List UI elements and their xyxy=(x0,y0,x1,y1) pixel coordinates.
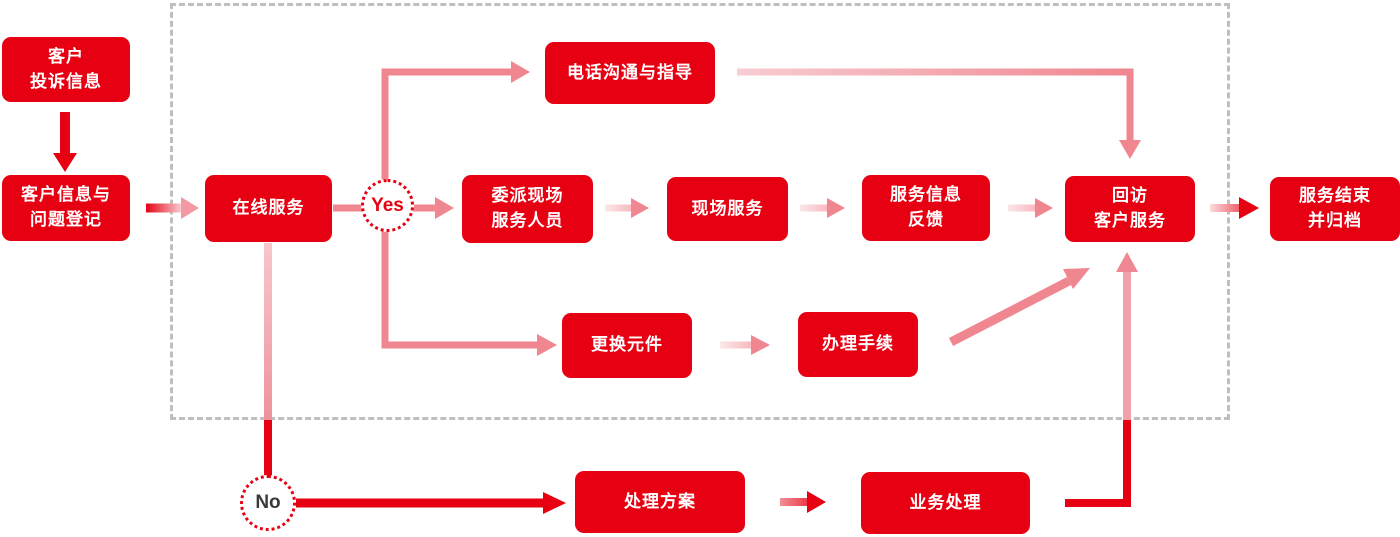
connector-onsite-to-feedback xyxy=(800,198,845,218)
connector-dispatch-to-onsite xyxy=(605,198,649,218)
node-dispatch-onsite-staff: 委派现场 服务人员 xyxy=(462,175,593,243)
connector-replace-to-procedures xyxy=(720,335,770,355)
node-replace-parts: 更换元件 xyxy=(562,313,692,378)
connector-phone-to-return-visit xyxy=(737,68,1141,159)
node-handle-procedures: 办理手续 xyxy=(798,312,918,377)
node-solution-plan: 处理方案 xyxy=(575,471,745,533)
connector-business-to-return-visit xyxy=(1065,252,1138,507)
node-customer-complaint: 客户 投诉信息 xyxy=(2,37,130,102)
node-online-service: 在线服务 xyxy=(205,175,332,242)
connector-feedback-to-return-visit xyxy=(1008,198,1053,218)
connector-procedures-to-return-visit xyxy=(948,268,1090,346)
connector-register-to-online xyxy=(146,197,199,219)
connector-no-to-solution xyxy=(296,492,566,514)
connector-return-visit-to-end xyxy=(1210,197,1259,219)
node-service-end-archive: 服务结束 并归档 xyxy=(1270,177,1400,241)
connector-solution-to-business xyxy=(780,491,826,513)
node-business-processing: 业务处理 xyxy=(861,472,1030,534)
connector-complaint-to-register xyxy=(53,112,77,172)
decision-no: No xyxy=(240,475,296,531)
decision-yes: Yes xyxy=(361,179,414,232)
node-onsite-service: 现场服务 xyxy=(667,177,788,241)
node-phone-guidance: 电话沟通与指导 xyxy=(545,42,715,104)
node-return-visit-service: 回访 客户服务 xyxy=(1065,176,1195,242)
node-customer-info-register: 客户信息与 问题登记 xyxy=(2,175,130,241)
node-service-info-feedback: 服务信息 反馈 xyxy=(862,175,990,241)
